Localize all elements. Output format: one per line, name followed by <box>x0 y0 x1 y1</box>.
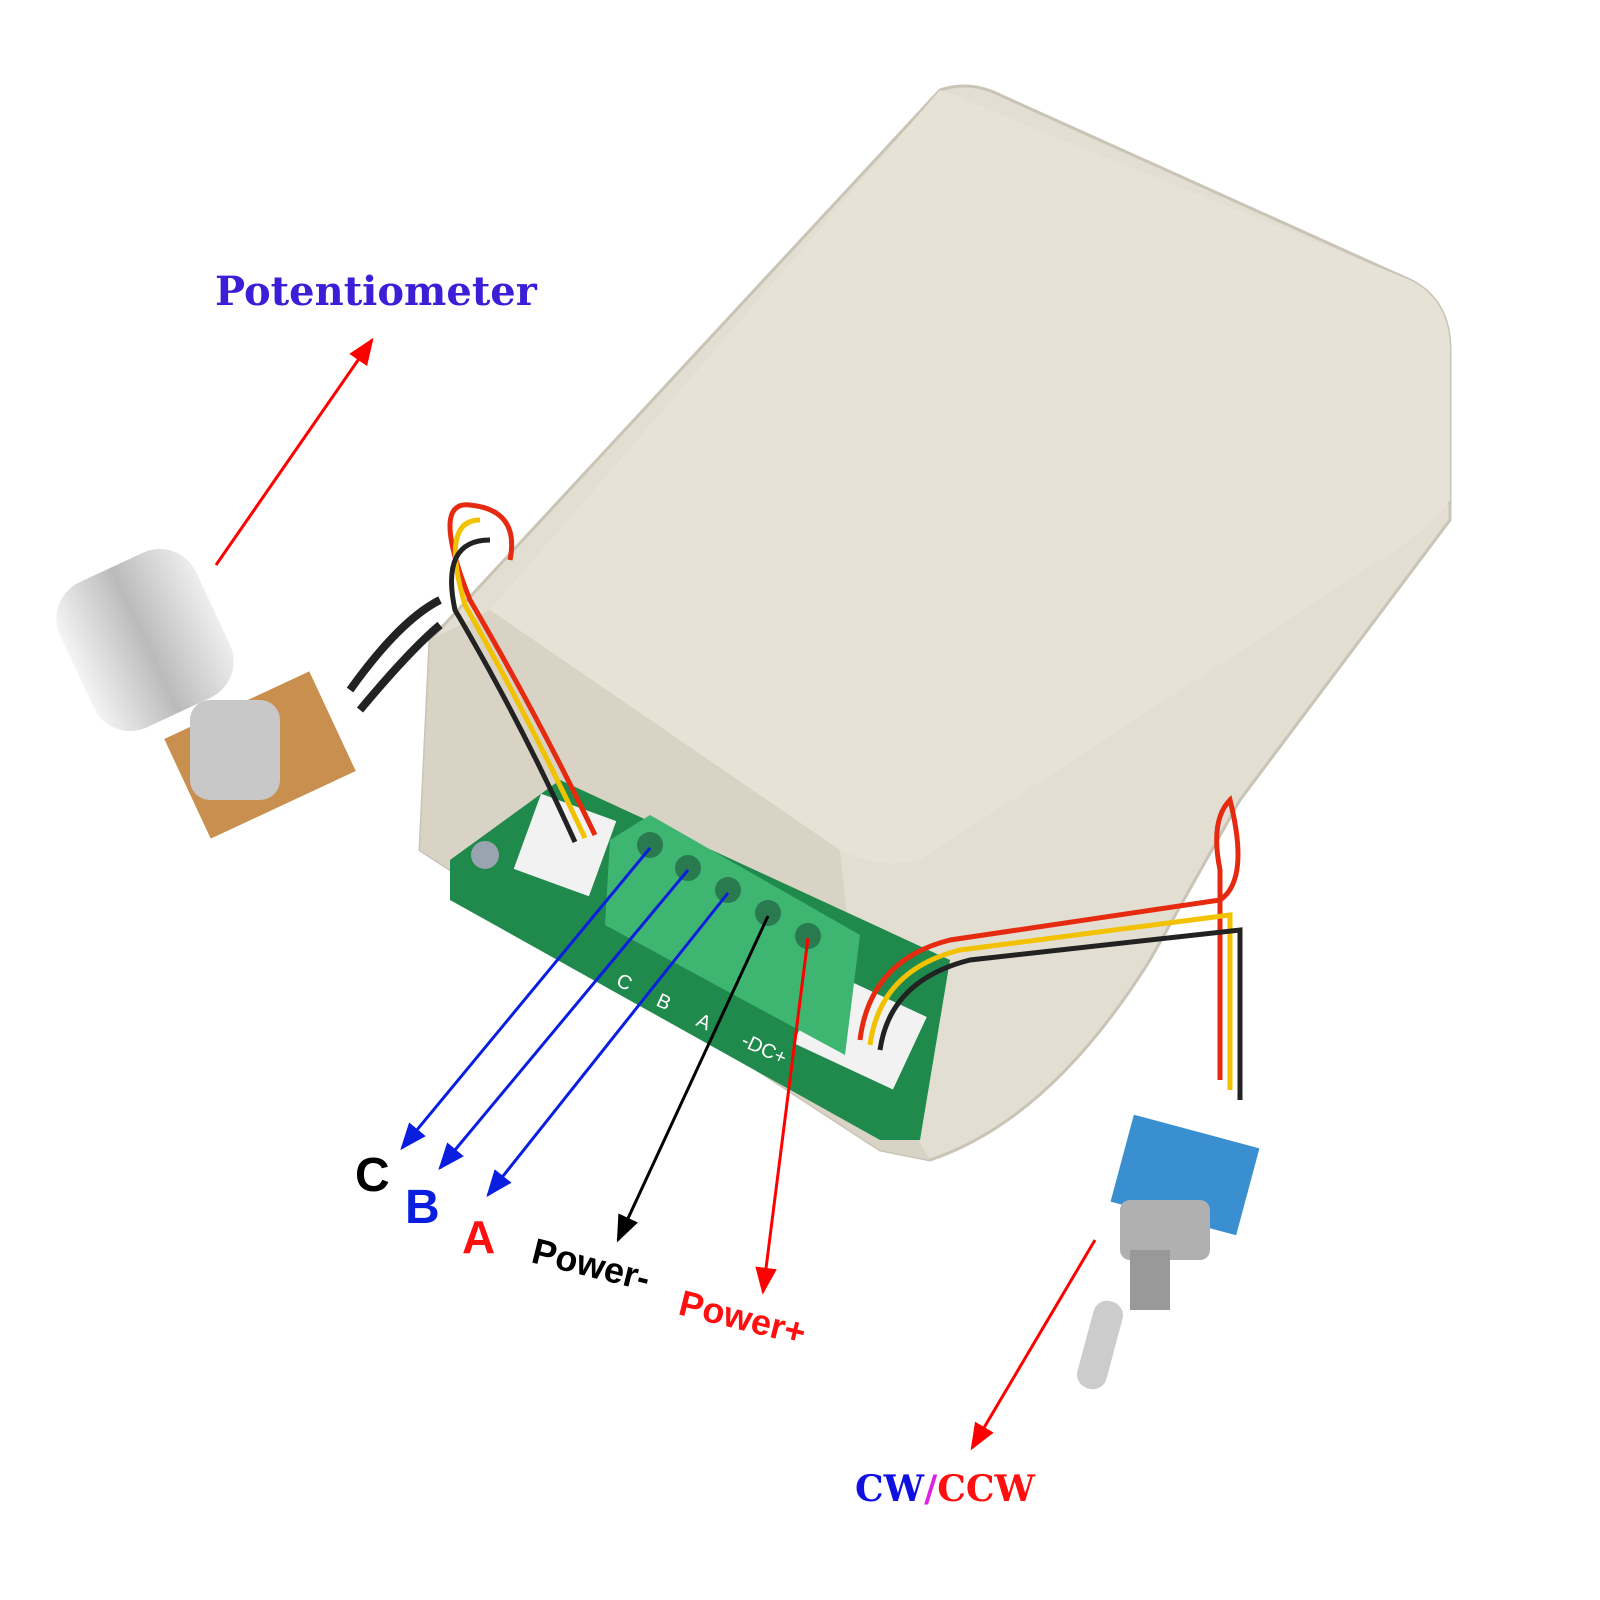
label-ccw: CCW <box>937 1468 1035 1510</box>
arrow-potentiometer <box>214 337 374 566</box>
potentiometer-device <box>56 548 356 839</box>
connector <box>513 793 617 897</box>
label-potentiometer: Potentiometer <box>215 268 537 315</box>
screw-icon <box>471 841 499 869</box>
arrow-cw-ccw <box>970 1239 1097 1451</box>
arrow-power-minus <box>616 915 770 1243</box>
label-cw: CW <box>855 1468 925 1510</box>
terminal-block <box>605 815 860 1055</box>
toggle-switch <box>1077 1114 1260 1390</box>
arrow-power-plus <box>755 937 810 1295</box>
label-slash: / <box>924 1468 938 1510</box>
label-cw-ccw: CW/CCW <box>855 1468 1035 1510</box>
label-b: B <box>405 1181 440 1234</box>
arrow-a <box>486 892 730 1198</box>
annotation-arrows <box>214 337 1097 1451</box>
label-c: C <box>355 1149 390 1202</box>
arrow-c <box>400 847 652 1151</box>
arrow-b <box>438 869 690 1171</box>
label-a: A <box>462 1211 496 1263</box>
wires <box>346 502 1243 1100</box>
